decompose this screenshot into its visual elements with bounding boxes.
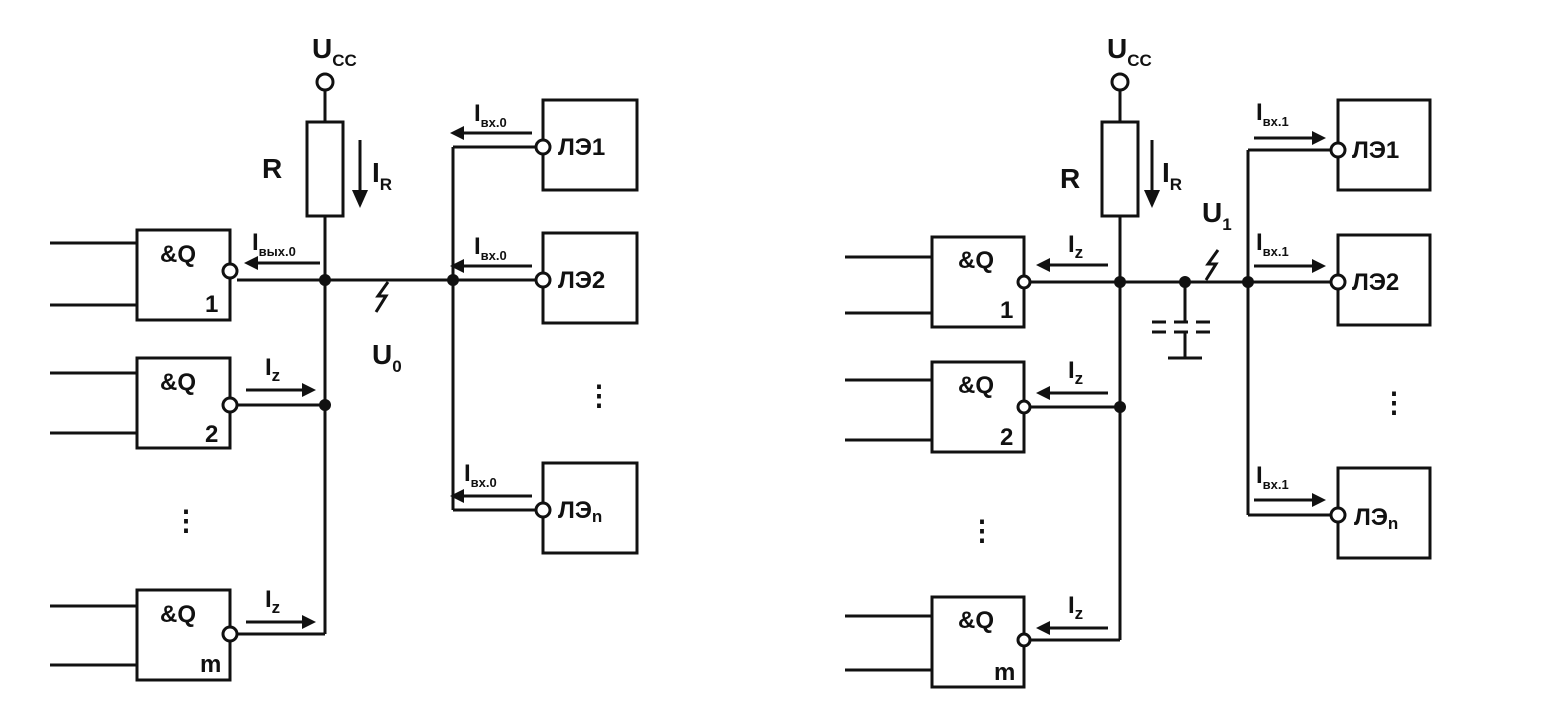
gate-output-pin [221,396,239,414]
gate-output-pin [1016,632,1032,648]
load-element-2 [541,231,639,325]
load-input-pin [534,271,552,289]
ellipsis: ⋮ [585,380,613,411]
load-input-pin [1329,506,1347,524]
gate-number: 2 [205,421,218,448]
current-in-label: Iвх.1 [1256,462,1289,492]
lightning-icon [1204,249,1220,281]
current-out-label: Iвых.0 [252,229,296,259]
load-element-2 [1336,233,1432,327]
diagram-logic-low: UCC R IR &Q 1 Iвых.0 &Q 2 Iz ⋮ [50,33,639,682]
current-in-label: Iвх.0 [464,460,497,490]
resistor-label: R [1060,163,1080,194]
gate-symbol: &Q [160,369,196,396]
gate-2 [930,360,1026,454]
load-label: ЛЭn [1354,504,1398,533]
gate-number: 1 [1000,297,1013,324]
gate-symbol: &Q [160,241,196,268]
gate-number: m [994,659,1015,686]
load-label: ЛЭ2 [558,267,605,294]
gate-symbol: &Q [958,247,994,274]
supply-terminal [315,72,335,92]
load-element-n [541,461,639,555]
current-z-label: Iz [1068,357,1083,388]
current-r-label: IR [1162,157,1182,194]
current-r-label: IR [372,157,392,194]
gate-output-pin [1016,399,1032,415]
load-element-1 [1336,98,1432,192]
load-input-pin [534,138,552,156]
load-label: ЛЭ1 [1352,137,1399,164]
current-z-label: Iz [265,586,280,617]
supply-terminal [1110,72,1130,92]
load-element-1 [541,98,639,192]
voltage-high-label: U1 [1202,197,1232,234]
resistor-label: R [262,153,282,184]
resistor [1100,120,1140,218]
supply-label: UCC [312,33,357,70]
resistor [305,120,345,218]
current-arrow-icon [1144,190,1160,208]
current-z-label: Iz [1068,592,1083,623]
voltage-low-label: U0 [372,339,402,376]
current-in-label: Iвх.1 [1256,99,1289,129]
gate-symbol: &Q [958,372,994,399]
gate-number: 2 [1000,424,1013,451]
current-z-label: Iz [1068,231,1083,262]
load-input-pin [1329,141,1347,159]
load-label: ЛЭ2 [1352,269,1399,296]
current-in-label: Iвх.1 [1256,229,1289,259]
gate-output-pin [221,262,239,280]
load-input-pin [534,501,552,519]
load-label: ЛЭ1 [558,134,605,161]
supply-label: UCC [1107,33,1152,70]
load-input-pin [1329,273,1347,291]
gate-output-pin [1016,274,1032,290]
ellipsis: ⋮ [1380,387,1408,418]
ellipsis: ⋮ [172,505,200,536]
gate-symbol: &Q [160,601,196,628]
gate-number: 1 [205,291,218,318]
current-in-label: Iвх.0 [474,233,507,263]
lightning-icon [374,281,390,313]
gate-symbol: &Q [958,607,994,634]
current-z-label: Iz [265,354,280,385]
gate-m [135,588,232,682]
diagram-logic-high: UCC R IR U1 &Q 1 Iz [845,33,1432,689]
gate-output-pin [221,625,239,643]
gate-number: m [200,651,221,678]
load-label: ЛЭn [558,497,602,526]
load-element-n [1336,466,1432,560]
current-arrow-icon [352,190,368,208]
current-in-label: Iвх.0 [474,100,507,130]
ellipsis: ⋮ [968,515,996,546]
gate-1 [930,235,1026,329]
